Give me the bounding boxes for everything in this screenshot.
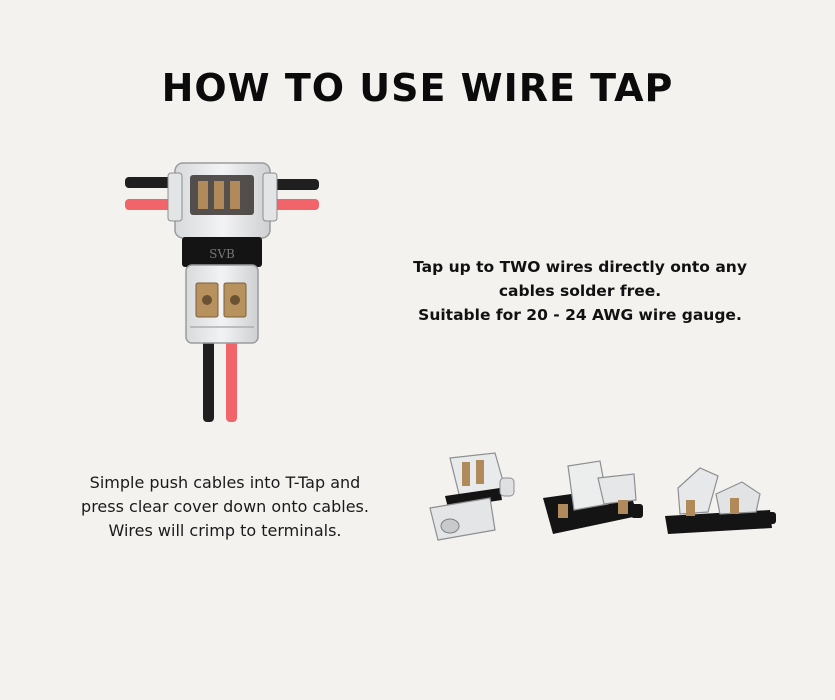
tap-description-line-1: Tap up to TWO wires directly onto any: [413, 258, 747, 276]
tap-description-line-3: Suitable for 20 - 24 AWG wire gauge.: [418, 306, 742, 324]
connector-step-2-image: [543, 460, 643, 534]
connector-brand-mark: SVB: [209, 247, 235, 261]
page-title: HOW TO USE WIRE TAP: [161, 66, 674, 110]
push-description: Simple push cables into T-Tap and press …: [81, 473, 369, 540]
tap-description: Tap up to TWO wires directly onto any ca…: [400, 255, 760, 327]
connector-step-1-image: [429, 452, 515, 541]
tap-description-line-2: cables solder free.: [498, 282, 662, 300]
t-tap-connector-image: SVB: [125, 162, 319, 422]
connector-step-3-image: [665, 467, 776, 534]
